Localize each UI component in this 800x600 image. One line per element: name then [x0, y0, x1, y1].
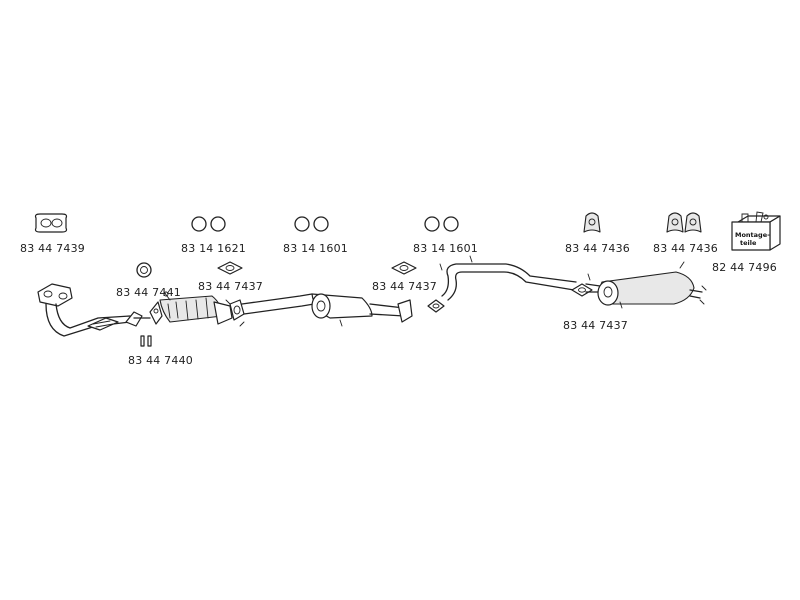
part-number-label: 83 14 1601 [283, 242, 348, 255]
kit-label-line2: teile [740, 239, 757, 247]
part-number-label: 82 44 7496 [712, 261, 777, 274]
stud-bolts-icon [140, 335, 152, 347]
sealing-rings-icon [424, 216, 459, 232]
mounting-kit-box-icon: Montage- teile [731, 211, 781, 251]
front-pipe-icon [37, 283, 151, 337]
part-number-label: 83 44 7439 [20, 242, 85, 255]
part-number-label: 83 44 7436 [653, 242, 718, 255]
part-number-label: 83 44 7437 [372, 280, 437, 293]
part-number-label: 83 44 7440 [128, 354, 193, 367]
flange-gasket-icon [391, 261, 417, 275]
sealing-rings-icon [294, 216, 329, 232]
part-number-label: 83 14 1601 [413, 242, 478, 255]
flange-gasket-icon [571, 283, 593, 297]
flange-gasket-icon [217, 261, 243, 275]
part-number-label: 83 44 7437 [198, 280, 263, 293]
part-number-label: 83 44 7437 [563, 319, 628, 332]
sealing-rings-icon [191, 216, 226, 232]
part-number-label: 83 44 7441 [116, 286, 181, 299]
kit-label-line1: Montage- [735, 231, 770, 239]
intermediate-pipe-icon [229, 293, 315, 327]
flange-gasket-icon [427, 299, 445, 313]
middle-pipe-icon [439, 255, 591, 301]
rubber-hanger-icon [583, 212, 601, 233]
part-number-label: 83 14 1621 [181, 242, 246, 255]
manifold-gasket-icon [34, 213, 68, 233]
sealing-ring-icon [136, 262, 152, 278]
rubber-hanger-pair-icon [666, 212, 702, 233]
part-number-label: 83 44 7436 [565, 242, 630, 255]
front-silencer-icon [311, 293, 413, 327]
rear-silencer-icon [585, 261, 707, 309]
